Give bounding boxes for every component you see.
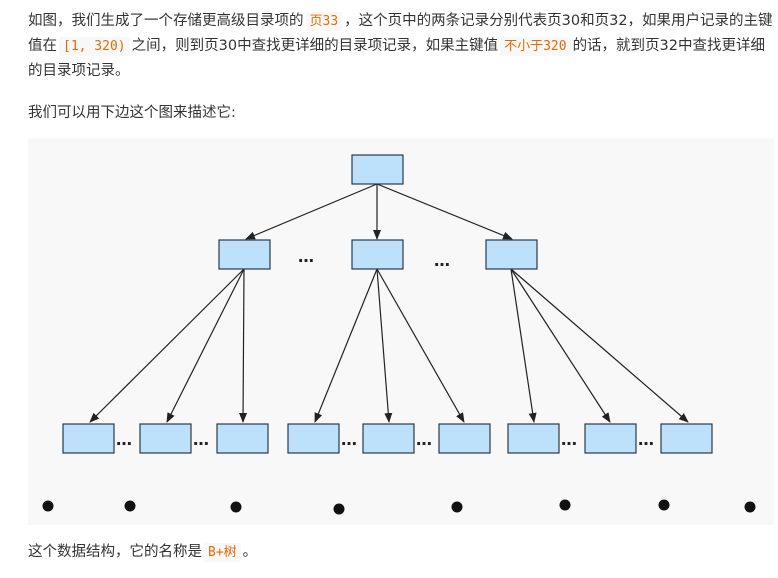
edge-middle-to-leaf-6	[376, 268, 465, 423]
leaf-node-3	[216, 423, 269, 454]
intro-text-1: 如图，我们生成了一个存储更高级目录项的	[28, 13, 304, 29]
leaf-node-9	[660, 423, 713, 454]
leaf-node-5	[362, 423, 415, 454]
code-page33: 页33	[305, 12, 343, 31]
bplus-tree-figure: … … … … … … … …	[28, 138, 774, 525]
ellipsis-level2-1: …	[298, 247, 314, 266]
ellipsis-leaf-4: …	[416, 430, 432, 449]
ellipsis-level2-2: …	[434, 251, 450, 270]
code-not-less-than-320: 不小于320	[500, 37, 571, 56]
edge-right-to-leaf-7	[510, 268, 537, 423]
code-bplus-tree: B+树	[204, 543, 241, 562]
bplus-tree-diagram: … … … … … … … …	[42, 154, 756, 515]
data-dot-3	[230, 501, 242, 513]
diagram-intro-paragraph: 我们可以用下边这个图来描述它:	[28, 105, 236, 121]
data-dot-6	[559, 499, 571, 511]
leaf-node-6	[438, 423, 491, 454]
conclusion-text-2: 。	[242, 544, 258, 560]
data-dot-8	[744, 501, 756, 513]
edge-left-to-leaf-2	[166, 268, 245, 423]
data-dot-4	[333, 503, 345, 515]
leaf-node-4	[287, 423, 340, 454]
intro-text-3: 之间，则到页30中查找更详细的目录项记录，如果主键值	[131, 38, 499, 54]
edge-right-to-leaf-9	[510, 268, 689, 423]
level2-node-middle	[351, 239, 404, 270]
edge-root-to-right	[376, 183, 513, 240]
edge-middle-to-leaf-4	[314, 268, 378, 423]
leaf-node-8	[584, 423, 637, 454]
leaf-node-7	[507, 423, 560, 454]
level2-node-left	[218, 239, 271, 270]
ellipsis-leaf-3: …	[341, 430, 357, 449]
data-dot-7	[658, 499, 670, 511]
level2-node-right	[485, 239, 538, 270]
intro-paragraph: 如图，我们生成了一个存储更高级目录项的页33，这个页中的两条记录分别代表页30和…	[28, 9, 774, 83]
edge-middle-to-leaf-5	[376, 268, 393, 423]
ellipsis-leaf-6: …	[638, 430, 654, 449]
ellipsis-leaf-5: …	[561, 430, 577, 449]
edge-root-to-left	[245, 183, 378, 240]
code-range: [1, 320)	[59, 37, 130, 56]
data-dot-5	[451, 501, 463, 513]
root-node	[351, 154, 404, 185]
data-dot-2	[124, 500, 136, 512]
intro-text-2: ，这个页中的两条记录分别代表页30和页32，如果用户记录的主键值在	[28, 13, 773, 54]
conclusion-text-1: 这个数据结构，它的名称是	[28, 544, 202, 560]
ellipsis-leaf-1: …	[116, 430, 132, 449]
edge-right-to-leaf-8	[510, 268, 611, 423]
edge-left-to-leaf-1	[89, 268, 245, 423]
leaf-node-2	[139, 423, 192, 454]
intro-text-4: 的话，就到页32中查找更详细的目录项记录。	[28, 38, 766, 79]
leaf-node-1	[62, 423, 115, 454]
edge-left-to-leaf-3	[239, 268, 248, 423]
data-dot-1	[42, 500, 54, 512]
ellipsis-leaf-2: …	[193, 430, 209, 449]
